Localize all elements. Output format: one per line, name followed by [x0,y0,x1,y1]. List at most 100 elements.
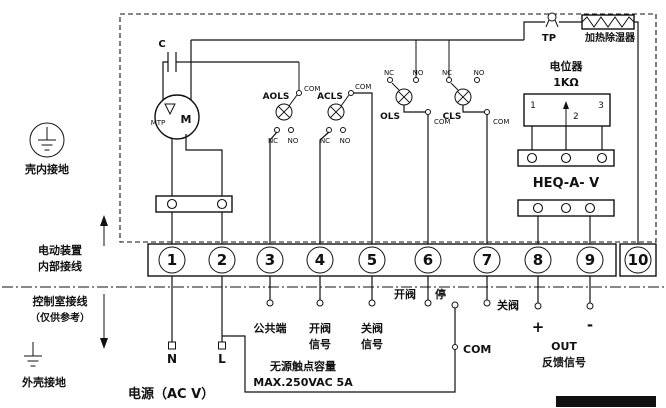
power-label: 电源（AC V） [128,386,214,402]
internal-label-1: 电动装置 [38,243,82,257]
close-valve-label: 关阀 [497,298,519,312]
cls-com-wire [462,105,485,113]
thermal-protector-icon [545,12,559,28]
n-label: N [167,352,177,366]
wire-t3-aols [269,131,278,244]
terminal-10-number: 10 [628,251,649,269]
switch-terminal-wires [269,92,488,244]
cls-com-label: COM [493,118,509,126]
inner-ground-label: 壳内接地 [24,162,69,176]
switch-ols: NC NO OLS COM [380,40,450,126]
heater-circuit: TP 加热除湿器 [523,12,639,244]
arrow-down-head-icon [100,338,108,349]
pot-value-label: 1KΩ [553,76,579,89]
terminal-2: 2 [208,246,236,274]
external-wiring: N L 电源（AC V） 公共端 开阀 信号 关阀 信号 开阀 停 关阀 COM… [128,276,594,402]
control-label-1: 控制室接线 [33,294,88,308]
terminal-block: 1 2 3 4 5 6 7 8 9 10 [147,243,657,277]
internal-label-2: 内部接线 [38,259,82,273]
minus-label: - [587,316,593,334]
capacitor-label: C [158,39,165,50]
pot-pin3-label: 3 [598,101,604,111]
open-signal-label-2: 信号 [309,337,331,351]
tp-wire-left [523,21,545,40]
arrow-up-head-icon [100,215,108,226]
terminal-9: 9 [576,246,604,274]
ols-com-wire [403,105,426,113]
internal-wires [171,39,524,196]
motor-label: M [181,113,192,126]
terminal-5: 5 [358,246,386,274]
acls-lever [340,94,350,107]
open-signal-label-1: 开阀 [309,321,331,335]
terminal-5-number: 5 [367,251,377,269]
plus-label: + [532,318,545,336]
common-label: 公共端 [254,321,287,335]
cls-label: CLS [443,112,462,122]
motor-lead-2 [185,134,223,196]
l-label: L [218,352,226,366]
n-connector [168,341,176,350]
potentiometer: 电位器 1KΩ 1 3 2 [523,59,611,154]
acls-label: ACLS [317,92,343,102]
outer-ground-label: 外壳接地 [21,375,66,389]
aols-lever [288,94,298,107]
close-signal-label-2: 信号 [361,337,383,351]
heater-element-icon [581,16,635,28]
mtp-label: MTP [151,119,166,127]
mtp-triangle-icon [164,103,176,116]
ols-no-label: NO [413,69,424,77]
open-valve-label: 开阀 [394,287,416,301]
ols-nc-label: NC [384,69,394,77]
terminal-10: 10 [624,246,652,274]
bottom-right-bar [556,396,656,407]
terminal-1-number: 1 [167,251,177,269]
ols-com-label: COM [434,118,450,126]
internal-boundary-box [119,13,657,243]
cls-lever [450,82,459,91]
ols-lever [391,82,400,91]
close-signal-label-1: 关阀 [361,321,383,335]
terminal-4-number: 4 [315,251,325,269]
heater-label: 加热除湿器 [584,31,636,44]
wire-t5-acls-com [354,92,373,244]
stop-terminal [451,301,459,309]
acls-nc-label: NC [320,137,330,145]
terminal-8-number: 8 [533,251,543,269]
cap-lead-left [162,61,168,100]
terminal-6-number: 6 [423,251,433,269]
motor-circle [154,94,200,140]
aols-label: AOLS [263,92,290,102]
out-label: OUT [551,340,577,353]
capacity-label-1: 无源触点容量 [269,359,336,373]
acls-com-label: COM [355,83,371,91]
model-label: HEQ-A- V [533,176,600,191]
pot-wiper-arrow-icon [563,101,569,109]
terminal-strip-left [155,195,233,244]
control-label-2: （仅供参考） [30,311,90,324]
heater-wire-down [634,21,639,244]
tp-label: TP [542,33,556,44]
terminal-7: 7 [473,246,501,274]
terminal-3: 3 [256,246,284,274]
pot-pin2-label: 2 [573,112,579,122]
capacity-label-2: MAX.250VAC 5A [253,376,353,389]
feedback-board: HEQ-A- V [517,149,615,244]
switch-acls: ACLS COM NC NO [317,83,371,145]
terminal-4: 4 [306,246,334,274]
terminal-6: 6 [414,246,442,274]
aols-nc-label: NC [268,137,278,145]
switch-aols: AOLS COM NC NO [263,62,320,145]
terminal-3-number: 3 [265,251,275,269]
cls-no-label: NO [474,69,485,77]
pot-name-label: 电位器 [550,59,584,73]
aols-com-label: COM [304,85,320,93]
inner-ground-icon [29,122,65,158]
feedback-label: 反馈信号 [542,355,586,369]
acls-no-label: NO [340,137,351,145]
switch-cls: NC NO CLS COM [442,40,509,126]
terminal-8: 8 [524,246,552,274]
left-annotations: 壳内接地 电动装置 内部接线 控制室接线 （仅供参考） 外壳接地 [21,122,108,389]
capacitor: C [158,39,191,100]
